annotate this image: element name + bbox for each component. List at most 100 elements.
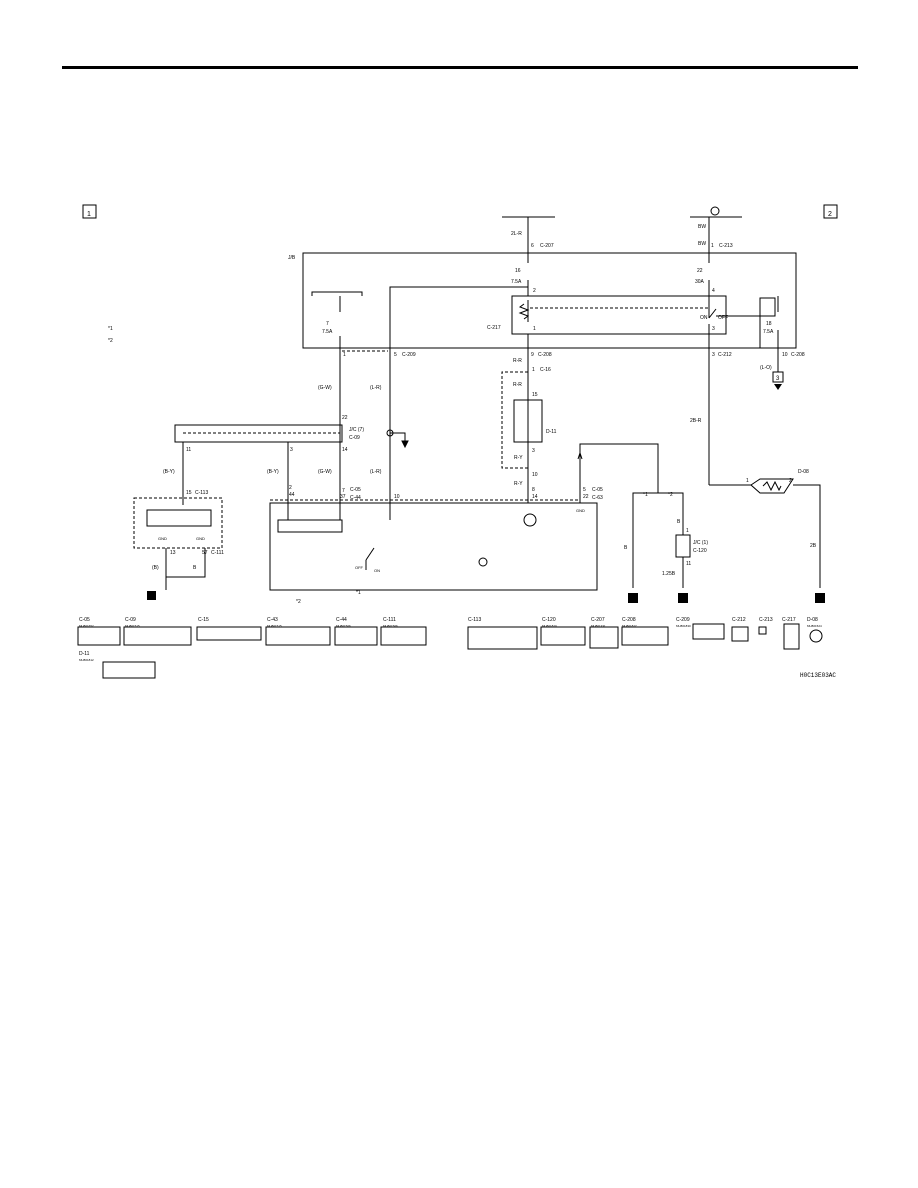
jc7-pin-22: 22 [342,415,348,421]
main-pin-10: 10 [394,494,400,500]
main-pin-5: 5 [583,487,586,493]
cat-d08: D-08 [807,617,818,623]
junction-block [302,252,797,349]
left-unit-pin-15: 15 [186,490,192,496]
main-pin-2: 2 [289,485,292,491]
fuse-18: 18 [766,321,772,327]
fuse-18-amp: 7.5A [763,329,774,335]
cat-c213: C-213 [759,617,773,623]
relay-pin-2: 2 [533,288,536,294]
ground-8: 8 [149,594,153,601]
d08-pin-2: 2 [789,478,792,484]
cat-sub-4: MU801566 [383,624,398,628]
cat-sub-1: MU801515 [125,624,140,628]
power-left-wire: 2L-R [511,231,522,237]
c16-pin: 1 [532,367,535,373]
wire-b-2: B [624,545,628,551]
document-code: H0C13E03AC [800,672,837,679]
main-control-unit [269,502,598,591]
power-right-pin: 1 [711,243,714,249]
power-right-wire: BW [698,241,706,247]
power-left-connector: C-207 [540,243,554,249]
main-pin-8: 8 [532,487,535,493]
wire-ry-2: R-Y [514,481,523,487]
cat-sub-7: MU801827 [622,624,637,628]
note-star-1: *1 [108,326,113,332]
cat-c09: C-09 [125,617,136,623]
jb-out-pin-3: 3 [712,352,715,358]
left-unit-pin-57: 57 [202,550,208,556]
fuse-16-amp: 7.5A [511,279,522,285]
cat-sub-8: MU801830 [676,624,691,628]
main-gnd: GND [576,508,585,513]
main-pin-44: 44 [289,492,295,498]
cat-c113: C-113 [468,617,481,623]
d11-pin-15: 15 [532,392,538,398]
jb-out-conn-5: C-209 [402,352,416,358]
relay-pin-1: 1 [533,326,536,332]
cat-c05: C-05 [79,617,90,623]
left-unit-pin-13: 13 [170,550,176,556]
main-conn-b: C-44 [350,495,361,501]
wire-gw-2: (G-W) [318,469,332,475]
page-marker-right: 2 [828,211,832,218]
sensor-d08 [750,478,794,494]
jc1-label: J/C (1) [693,540,708,546]
jb-out-pin-5: 5 [394,352,397,358]
fuse-22: 22 [697,268,703,274]
wire-by-2: (B-Y) [267,469,279,475]
d08-connector: D-08 [798,469,809,475]
main-off: OFF [355,565,364,570]
cat-c212: C-212 [732,617,746,623]
cat-c43: C-43 [267,617,278,623]
right-star-2: *2 [668,492,673,498]
jb-out-pin-10: 10 [782,352,788,358]
right-star-1: *1 [643,492,648,498]
wire-1-25b: 1.25B [662,571,676,577]
main-pin-22: 22 [583,494,589,500]
wire-2b: 2B [810,543,817,549]
ground-11: 11 [629,596,636,603]
main-conn-a: C-05 [350,487,361,493]
wire-ry-1: R-Y [514,455,523,461]
ground-3: 3 [776,376,780,382]
jc1-pin-11: 11 [686,561,691,567]
cat-sub-6: MU801331 [591,624,606,628]
wire-by-1: (B-Y) [163,469,175,475]
jc7-pin-3: 3 [290,447,293,453]
jc7-label: J/C (7) [349,427,364,433]
joint-connector-7 [174,424,343,443]
header-rule [62,66,858,69]
d11-component [513,399,543,443]
main-star-2: *2 [296,599,301,605]
relay-pin-4: 4 [712,288,715,294]
d11-pin-3: 3 [532,448,535,454]
wire-b-3: B [677,519,681,525]
cat-c44: C-44 [336,617,347,623]
jb-out-conn-3: C-212 [718,352,732,358]
cat-c120: C-120 [542,617,556,623]
relay-on: ON [700,315,708,321]
jb-out-pin-1: 1 [343,352,346,358]
main-conn-c: C-05 [592,487,603,493]
cat-d11: D-11 [79,651,90,657]
d11-pin-10: 10 [532,472,538,478]
main-on: ON [374,568,380,573]
ground-10: 10 [679,596,687,603]
cat-c207: C-207 [591,617,605,623]
jc1-connector: C-120 [693,548,707,554]
cat-sub-3: MU801506 [336,624,351,628]
c16-connector: C-16 [540,367,551,373]
relay-off: OFF [718,315,728,321]
wire-rr-2: R-R [513,382,522,388]
page-marker-left: 1 [87,211,91,218]
main-pin-14: 14 [532,494,538,500]
fuse-7-amp: 7.5A [322,329,333,335]
fuse-7: 7 [326,321,329,327]
fuse-22-amp: 30A [695,279,705,285]
main-pin-7: 7 [342,488,345,494]
left-unit-conn-57: C-111 [211,550,224,556]
relay-box [511,295,727,335]
left-unit-connector: C-113 [195,490,208,496]
